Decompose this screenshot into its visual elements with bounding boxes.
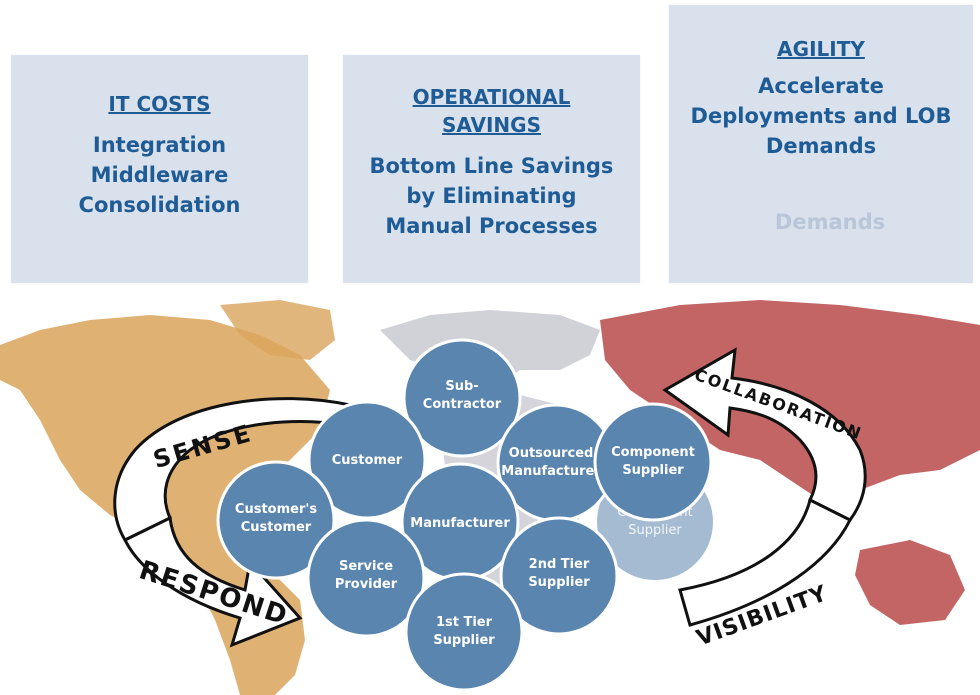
node-label: Supplier — [433, 633, 495, 648]
node-customers-customer: Customer's Customer — [216, 460, 336, 580]
node-label: Supplier — [622, 463, 684, 478]
node-label: Supplier — [528, 575, 590, 590]
agility-line: Accelerate — [758, 74, 884, 98]
node-label: Sub- — [445, 379, 478, 394]
node-label: Manufacturer — [501, 464, 601, 479]
it-costs-line: Consolidation — [78, 193, 241, 217]
agility-ghost-text: Demands — [774, 210, 886, 234]
node-manufacturer: Manufacturer — [400, 462, 520, 582]
greenland-landmass — [220, 300, 335, 360]
it-costs-card: IT COSTS Integration Middleware Consolid… — [11, 55, 308, 283]
it-costs-body: Integration Middleware Consolidation — [79, 130, 241, 220]
operational-line: by Eliminating — [406, 184, 577, 208]
agility-body: Accelerate Deployments and LOB Demands — [691, 71, 952, 161]
it-costs-heading: IT COSTS — [108, 92, 211, 116]
node-customer: Customer — [307, 400, 427, 520]
australia-landmass — [855, 540, 965, 625]
agility-line: Demands — [765, 134, 877, 158]
node-label: Manufacturer — [410, 516, 510, 531]
operational-savings-heading: OPERATIONAL SAVINGS — [413, 83, 571, 139]
node-sub-contractor: Sub- Contractor — [402, 338, 522, 458]
agility-line: Deployments and LOB — [690, 104, 952, 128]
node-component-supplier: Component Supplier — [593, 402, 713, 522]
node-label: 2nd Tier — [529, 557, 590, 572]
node-label: Customer — [241, 520, 312, 535]
node-label: Provider — [335, 577, 398, 592]
it-costs-line: Integration — [92, 133, 227, 157]
operational-line: Bottom Line Savings — [369, 154, 614, 178]
node-service-provider: Service Provider — [306, 518, 426, 638]
node-label: Customer — [332, 453, 403, 468]
node-label: 1st Tier — [436, 615, 493, 630]
agility-heading: AGILITY — [777, 37, 865, 61]
collaboration-band — [662, 347, 867, 522]
operational-heading-line: SAVINGS — [441, 113, 541, 137]
supply-chain-diagram: SENSE RESPOND COLLABORATION VISIBILITY C… — [0, 300, 980, 695]
operational-line: Manual Processes — [385, 214, 598, 238]
visibility-band — [678, 497, 853, 627]
it-costs-line: Middleware — [90, 163, 229, 187]
operational-savings-body: Bottom Line Savings by Eliminating Manua… — [370, 151, 614, 241]
node-label: Service — [339, 559, 393, 574]
node-label: Component — [611, 445, 695, 460]
respond-band — [122, 515, 303, 648]
node-label: Outsourced — [509, 446, 594, 461]
operational-savings-card: OPERATIONAL SAVINGS Bottom Line Savings … — [343, 55, 640, 283]
node-label: Contractor — [423, 397, 502, 412]
node-2nd-tier-supplier: 2nd Tier Supplier — [499, 516, 619, 636]
component-supplier-ghost-line: Supplier — [628, 523, 682, 538]
agility-card: AGILITY Accelerate Deployments and LOB D… — [669, 5, 973, 283]
node-1st-tier-supplier: 1st Tier Supplier — [404, 572, 524, 692]
node-label: Customer's — [235, 502, 317, 517]
operational-heading-line: OPERATIONAL — [412, 85, 571, 109]
